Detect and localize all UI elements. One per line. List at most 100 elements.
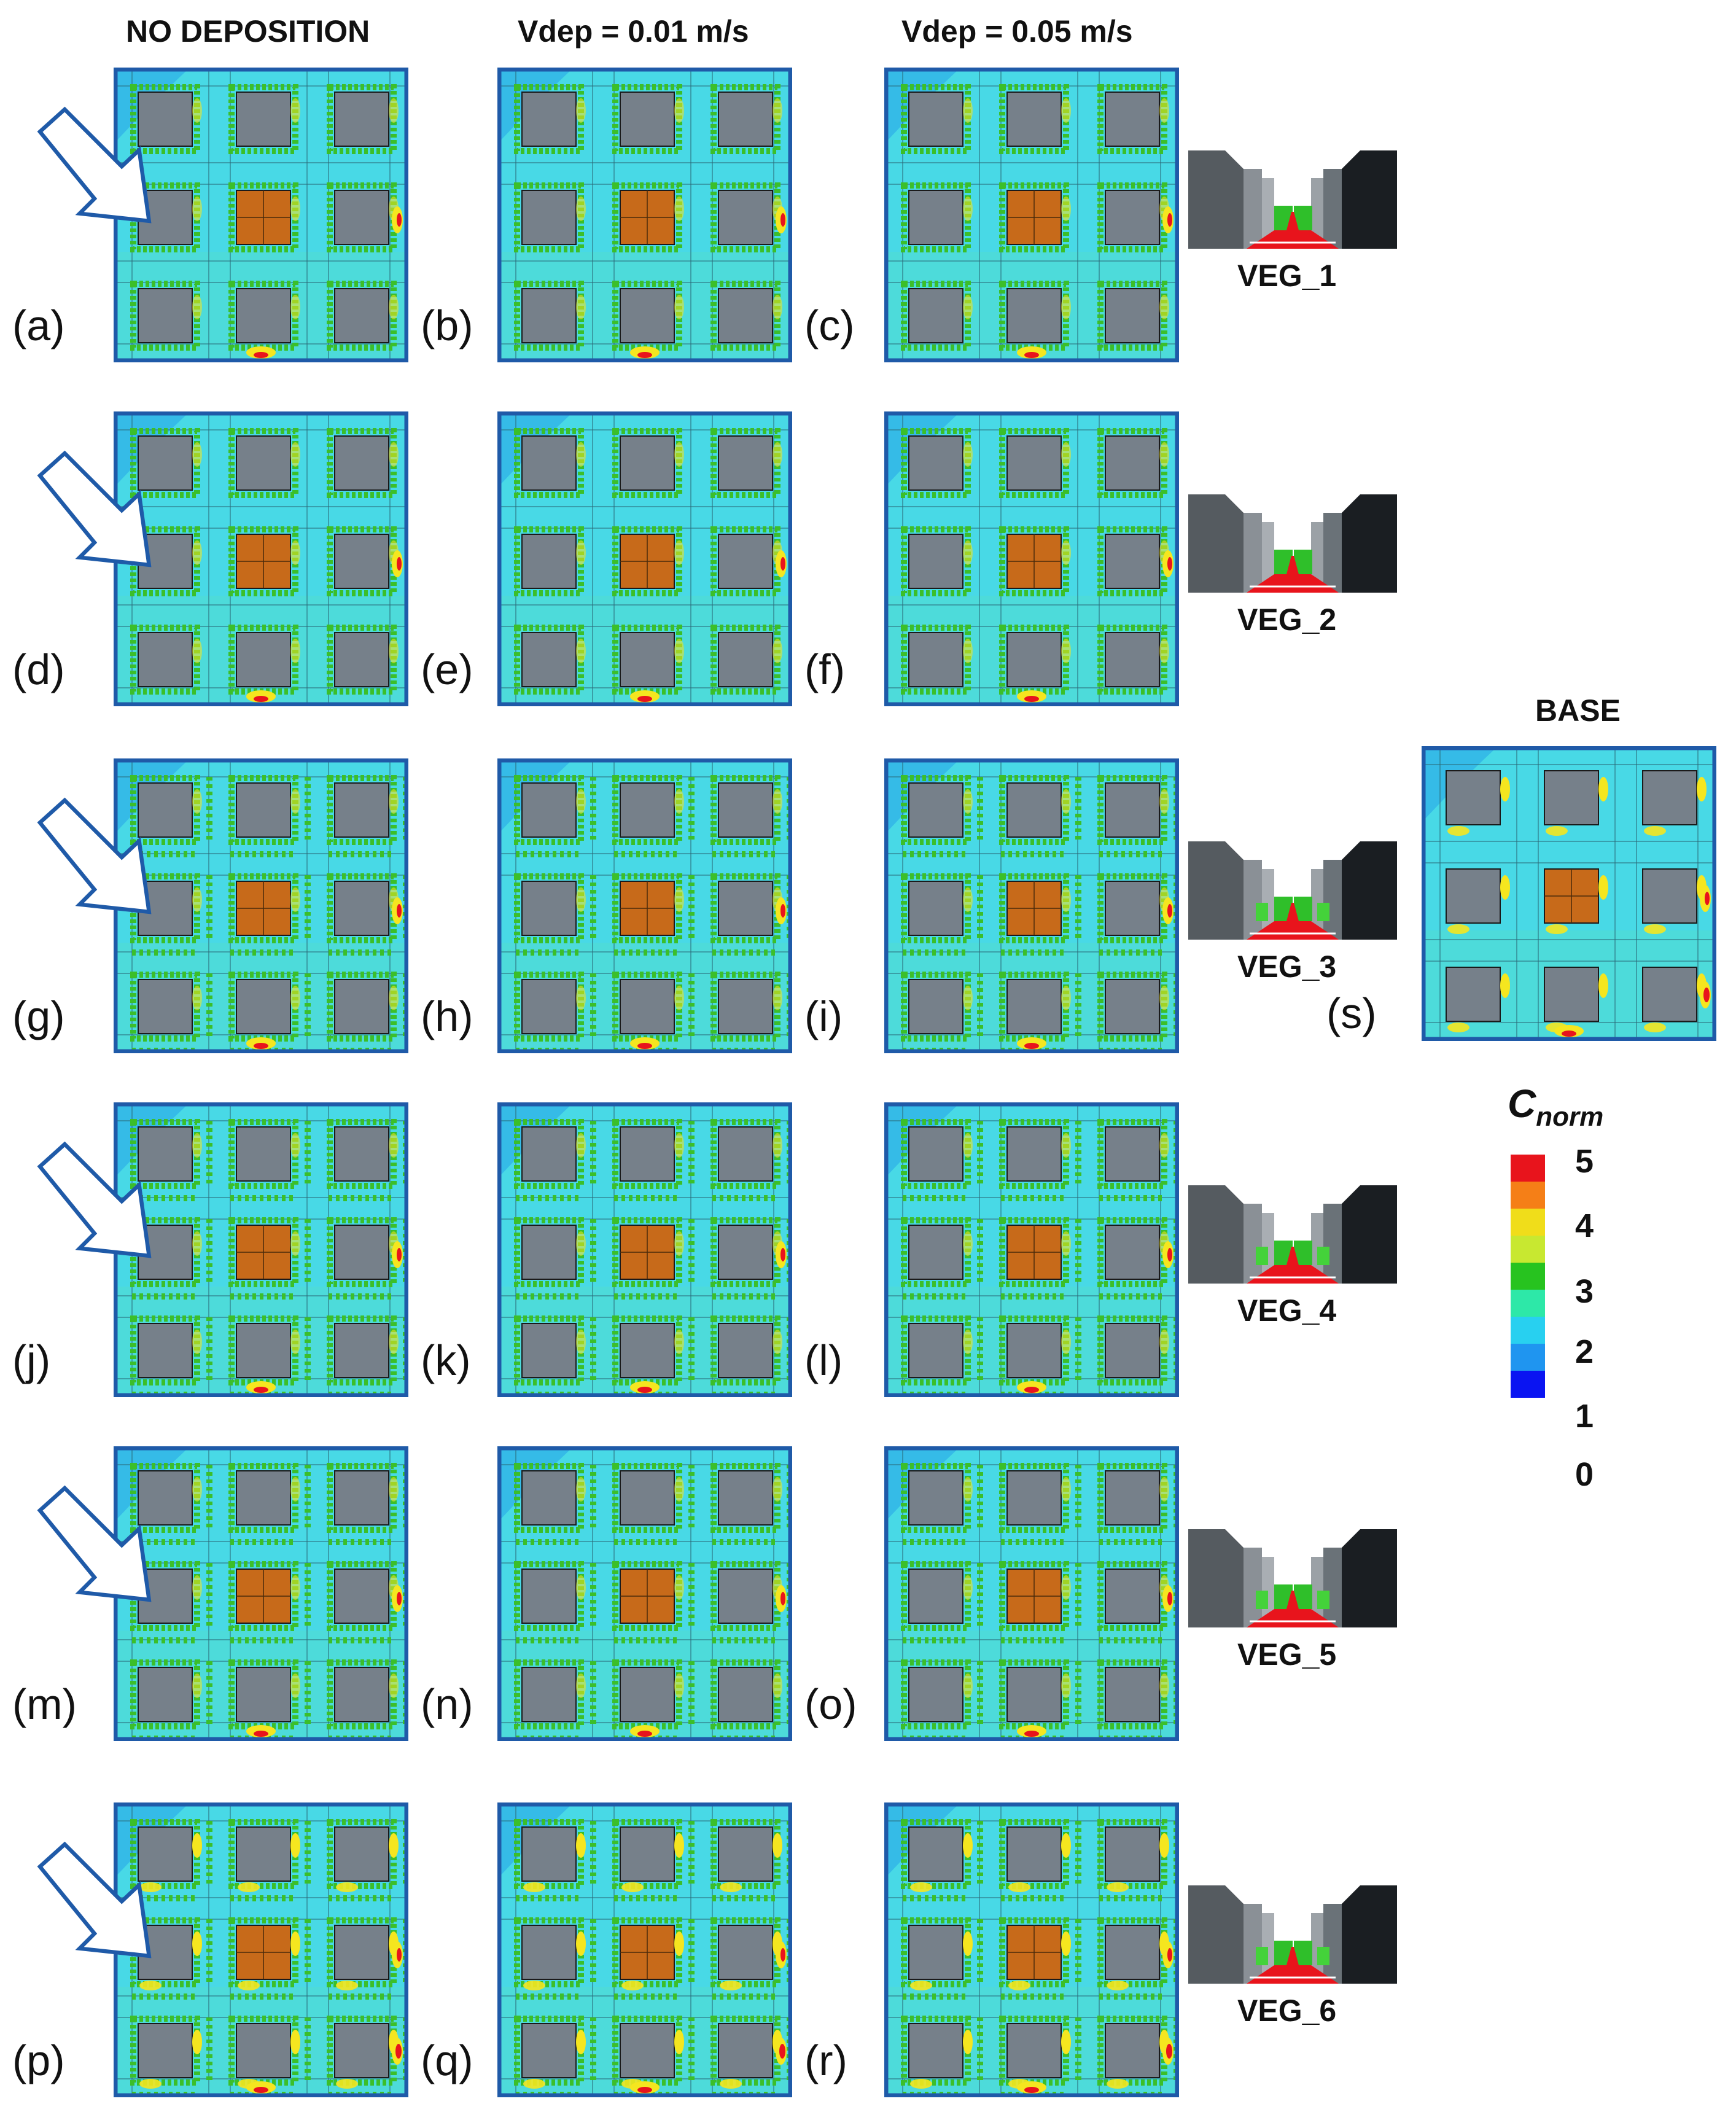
street-cross-section — [1188, 144, 1397, 249]
concentration-hotspot — [290, 1477, 300, 1502]
building — [236, 1826, 291, 1882]
map-svg — [114, 1446, 408, 1741]
concentration-hotspot — [576, 2030, 586, 2054]
concentration-hotspot — [576, 540, 586, 565]
building — [1544, 770, 1599, 825]
concentration-hotspot — [1061, 887, 1071, 912]
map-svg — [497, 1802, 792, 2097]
legend-swatch — [1511, 1290, 1545, 1317]
concentration-map-2 — [884, 68, 1179, 362]
building — [718, 1925, 773, 1980]
panel-label: (o) — [804, 1680, 857, 1728]
building — [908, 435, 963, 491]
concentration-hotspot — [576, 1231, 586, 1256]
concentration-map-5 — [884, 411, 1179, 706]
building — [138, 632, 193, 687]
concentration-peak — [254, 696, 268, 702]
building — [1006, 288, 1062, 343]
concentration-hotspot — [674, 295, 684, 319]
building — [1006, 1470, 1062, 1526]
building — [1105, 881, 1160, 936]
concentration-map-14 — [884, 1446, 1179, 1741]
concentration-hotspot — [336, 2079, 358, 2089]
panel-label: (l) — [804, 1336, 843, 1384]
building — [138, 288, 193, 343]
left-building — [1188, 1885, 1244, 1984]
building — [1105, 288, 1160, 343]
concentration-hotspot — [576, 789, 586, 814]
concentration-map-17 — [884, 1802, 1179, 2097]
concentration-hotspot — [910, 2079, 932, 2089]
concentration-hotspot — [192, 1330, 202, 1354]
map-svg — [497, 1102, 792, 1397]
building — [620, 2023, 675, 2078]
concentration-hotspot — [773, 295, 782, 319]
concentration-hotspot — [963, 639, 973, 663]
building — [236, 1667, 291, 1722]
concentration-peak — [637, 1387, 652, 1393]
concentration-hotspot — [1697, 777, 1707, 801]
concentration-hotspot — [290, 442, 300, 467]
concentration-hotspot — [1107, 2079, 1129, 2089]
concentration-hotspot — [773, 442, 782, 467]
concentration-hotspot — [290, 1330, 300, 1354]
building — [521, 1925, 577, 1980]
concentration-hotspot — [192, 639, 202, 663]
concentration-hotspot — [674, 887, 684, 912]
building — [521, 1667, 577, 1722]
building — [718, 1826, 773, 1882]
cross-section-svg — [1188, 1879, 1397, 1984]
building — [521, 435, 577, 491]
concentration-hotspot — [290, 295, 300, 319]
concentration-hotspot — [1159, 1674, 1169, 1698]
concentration-hotspot — [674, 1133, 684, 1158]
building — [1105, 1225, 1160, 1280]
concentration-peak — [1024, 352, 1039, 358]
building — [620, 435, 675, 491]
panel-label: (p) — [12, 2036, 65, 2084]
right-building — [1342, 150, 1397, 249]
concentration-hotspot — [389, 639, 399, 663]
header-vdep-005: Vdep = 0.05 m/s — [901, 14, 1133, 49]
concentration-hotspot — [576, 639, 586, 663]
road-emission-source — [1286, 903, 1299, 921]
building — [236, 2023, 291, 2078]
domain-border — [497, 68, 792, 362]
building — [1446, 868, 1501, 924]
left-building-side — [1244, 1904, 1262, 1984]
concentration-hotspot — [674, 442, 684, 467]
concentration-hotspot — [963, 1133, 973, 1158]
building — [908, 2023, 963, 2078]
concentration-hotspot — [139, 1981, 162, 1990]
concentration-hotspot — [523, 1882, 545, 1892]
concentration-hotspot — [1061, 1133, 1071, 1158]
left-building-side — [1262, 178, 1274, 249]
left-building — [1188, 841, 1244, 940]
left-building — [1188, 150, 1244, 249]
concentration-hotspot — [963, 1931, 973, 1956]
concentration-hotspot — [963, 295, 973, 319]
building — [908, 534, 963, 589]
building — [1105, 979, 1160, 1034]
wind-direction-arrow — [37, 106, 152, 224]
building — [718, 881, 773, 936]
concentration-hotspot — [576, 98, 586, 123]
panel-label: (b) — [421, 302, 473, 349]
concentration-hotspot — [238, 1882, 260, 1892]
building — [521, 1126, 577, 1182]
building — [1105, 1826, 1160, 1882]
concentration-hotspot — [290, 1674, 300, 1698]
concentration-peak — [637, 352, 652, 358]
panel-label: (g) — [12, 992, 65, 1040]
base-concentration-map — [1422, 746, 1716, 1041]
concentration-peak — [395, 2044, 402, 2059]
building — [908, 1569, 963, 1624]
concentration-peak — [1562, 1031, 1576, 1037]
concentration-hotspot — [290, 1931, 300, 1956]
right-building — [1342, 1529, 1397, 1627]
concentration-hotspot — [773, 1330, 782, 1354]
legend-swatch — [1511, 1209, 1545, 1236]
concentration-peak — [1167, 904, 1172, 918]
concentration-hotspot — [1598, 777, 1608, 801]
left-building-side — [1244, 1548, 1262, 1627]
